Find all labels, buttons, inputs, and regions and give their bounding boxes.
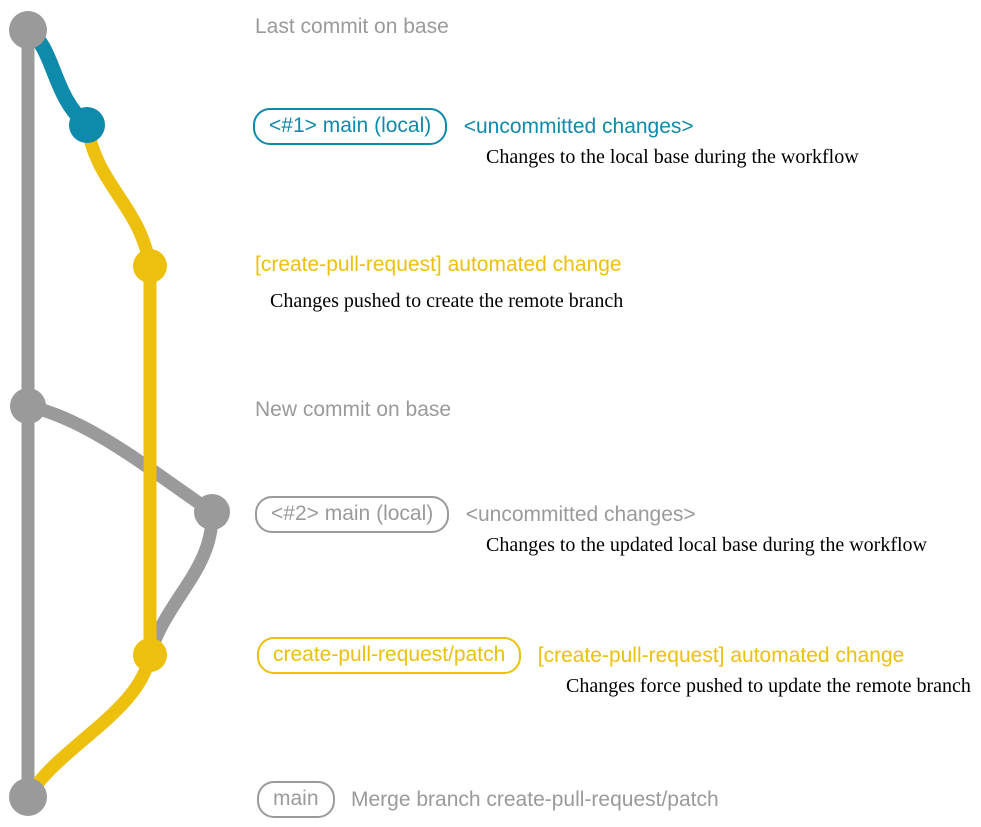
commit-node-base-head[interactable] xyxy=(9,11,47,49)
branch-badge-main[interactable]: main xyxy=(257,781,335,818)
commit-note-remote-1: Changes pushed to create the remote bran… xyxy=(270,290,624,312)
commit-note-local-1: Changes to the local base during the wor… xyxy=(486,146,859,168)
commit-message-remote-2: [create-pull-request] automated change xyxy=(537,643,905,667)
commit-note-local-2: Changes to the updated local base during… xyxy=(486,534,927,556)
commit-message-local-2: <uncommitted changes> xyxy=(465,502,696,526)
commit-message-local-1: <uncommitted changes> xyxy=(463,114,694,138)
commit-node-local-2[interactable] xyxy=(194,494,230,530)
remote2-to-merge-edge xyxy=(21,648,157,804)
local2-to-remote2-edge xyxy=(143,505,219,662)
branch-badge-remote-2[interactable]: create-pull-request/patch xyxy=(257,637,522,674)
section-title-last-commit-on-base: Last commit on base xyxy=(255,15,449,38)
commit-node-remote-2[interactable] xyxy=(133,638,167,672)
commit-node-merge[interactable] xyxy=(9,778,47,816)
commit-row-local-2: <#2> main (local) <uncommitted changes> xyxy=(255,496,696,533)
commit-node-base-new[interactable] xyxy=(10,388,46,424)
section-title-new-commit-on-base: New commit on base xyxy=(255,398,452,421)
local1-to-remote1-edge xyxy=(80,118,157,273)
commit-row-remote-2: create-pull-request/patch [create-pull-r… xyxy=(257,637,904,674)
commit-row-local-1: <#1> main (local) <uncommitted changes> xyxy=(253,108,694,145)
branch-badge-local-1[interactable]: <#1> main (local) xyxy=(253,108,448,145)
branch-badge-local-2[interactable]: <#2> main (local) xyxy=(255,496,450,533)
commit-row-merge: main Merge branch create-pull-request/pa… xyxy=(257,781,719,818)
commit-note-remote-2: Changes force pushed to update the remot… xyxy=(566,675,971,697)
commit-node-remote-1[interactable] xyxy=(133,249,167,283)
commit-row-remote-1: [create-pull-request] automated change xyxy=(255,253,622,277)
base-to-local2-edge xyxy=(21,399,219,519)
commit-node-local-1[interactable] xyxy=(69,107,105,143)
commit-message-remote-1: [create-pull-request] automated change xyxy=(255,253,622,276)
commit-message-merge: Merge branch create-pull-request/patch xyxy=(350,787,719,811)
